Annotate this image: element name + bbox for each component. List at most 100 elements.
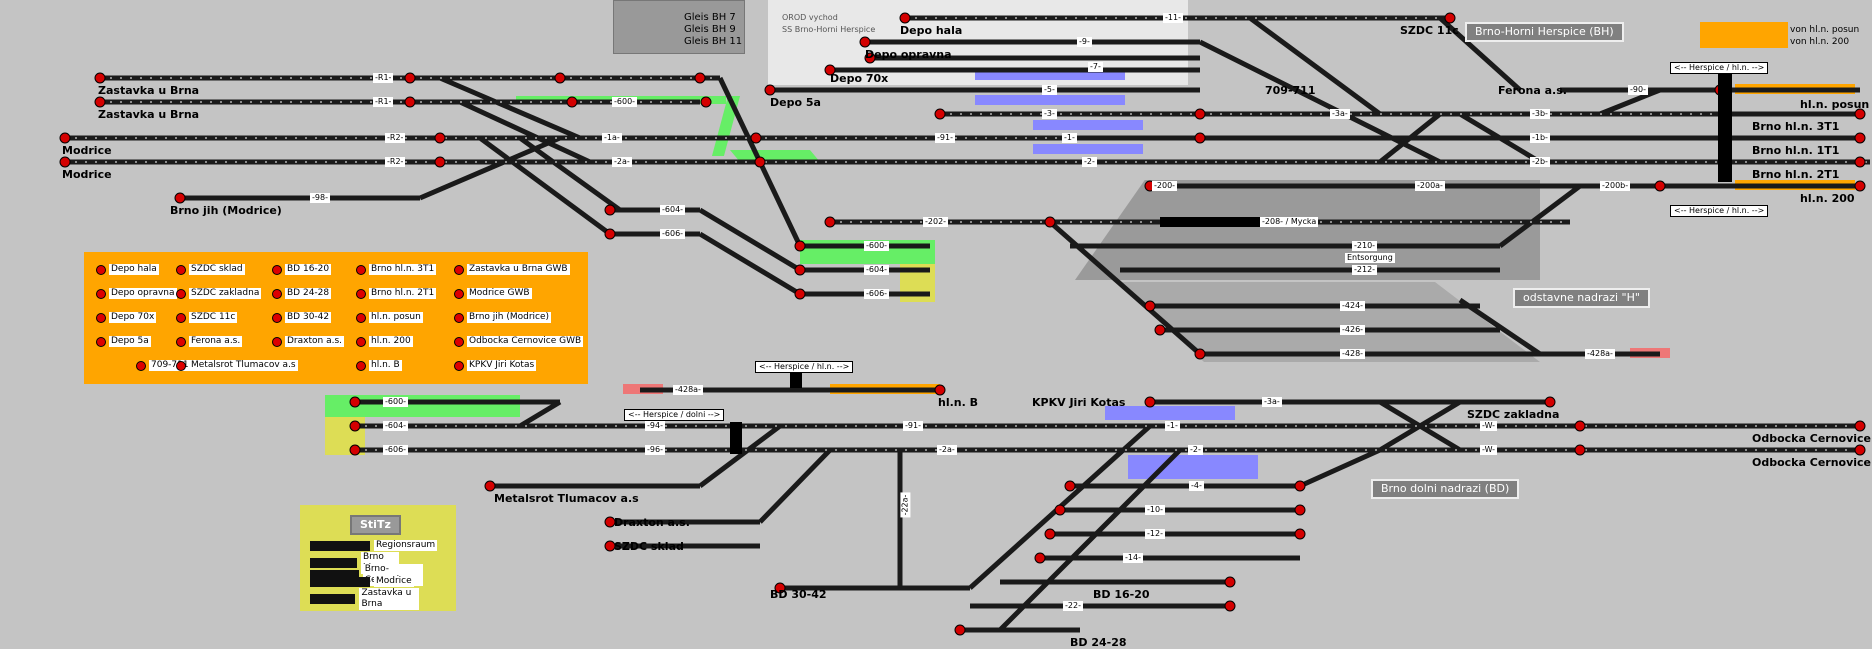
signal-icon[interactable] [934, 384, 946, 396]
signal-icon[interactable] [59, 132, 71, 144]
signal-dot-icon [96, 336, 106, 347]
station-label[interactable]: Brno hl.n. 1T1 [1752, 144, 1840, 157]
station-label[interactable]: Modrice [62, 144, 112, 157]
signal-icon[interactable] [484, 480, 496, 492]
station-label[interactable]: Odbocka Cernovice [1752, 456, 1872, 469]
signal-icon[interactable] [1194, 108, 1206, 120]
signal-icon[interactable] [1854, 132, 1866, 144]
signal-icon[interactable] [1574, 444, 1586, 456]
station-label[interactable]: 709-711 [1265, 84, 1316, 97]
station-label[interactable]: SZDC zakladna [1467, 408, 1560, 421]
signal-icon[interactable] [1054, 504, 1066, 516]
signal-icon[interactable] [1194, 132, 1206, 144]
signal-icon[interactable] [1224, 600, 1236, 612]
signal-icon[interactable] [934, 108, 946, 120]
signal-icon[interactable] [824, 216, 836, 228]
signal-icon[interactable] [1044, 528, 1056, 540]
station-label[interactable]: Depo 5a [770, 96, 821, 109]
signal-icon[interactable] [750, 132, 762, 144]
signal-icon[interactable] [1544, 396, 1556, 408]
signal-icon[interactable] [1144, 300, 1156, 312]
signal-icon[interactable] [794, 240, 806, 252]
signal-icon[interactable] [794, 288, 806, 300]
signal-icon[interactable] [349, 396, 361, 408]
signal-icon[interactable] [700, 96, 712, 108]
signal-icon[interactable] [604, 516, 616, 528]
signal-icon[interactable] [59, 156, 71, 168]
signal-icon[interactable] [694, 72, 706, 84]
signal-icon[interactable] [954, 624, 966, 636]
station-label[interactable]: Zastavka u Brna [98, 84, 200, 97]
station-label[interactable]: SZDC sklad [614, 540, 684, 553]
station-label[interactable]: Depo hala [900, 24, 963, 37]
signal-icon[interactable] [1854, 444, 1866, 456]
signal-icon[interactable] [554, 72, 566, 84]
signal-icon[interactable] [1294, 504, 1306, 516]
signal-icon[interactable] [349, 444, 361, 456]
station-label[interactable]: SZDC 11c [1400, 24, 1459, 37]
signal-icon[interactable] [174, 192, 186, 204]
signal-icon[interactable] [1854, 180, 1866, 192]
signal-icon[interactable] [1294, 480, 1306, 492]
signal-icon[interactable] [1294, 528, 1306, 540]
signal-icon[interactable] [794, 264, 806, 276]
station-label[interactable]: KPKV Jiri Kotas [1032, 396, 1126, 409]
station-label[interactable]: Modrice [62, 168, 112, 181]
signal-icon[interactable] [864, 52, 876, 64]
signal-icon[interactable] [1854, 108, 1866, 120]
blue-highlight [1128, 455, 1258, 479]
station-label[interactable]: Zastavka u Brna [98, 108, 200, 121]
signal-icon[interactable] [764, 84, 776, 96]
signal-icon[interactable] [1854, 156, 1866, 168]
signal-icon[interactable] [1044, 216, 1056, 228]
signal-icon[interactable] [604, 540, 616, 552]
signal-icon[interactable] [1574, 420, 1586, 432]
signal-icon[interactable] [859, 36, 871, 48]
track-label: Entsorgung [1345, 253, 1395, 263]
signal-icon[interactable] [1154, 324, 1166, 336]
signal-icon[interactable] [1224, 576, 1236, 588]
station-label[interactable]: Brno hl.n. 3T1 [1752, 120, 1840, 133]
station-label[interactable]: Brno jih (Modrice) [170, 204, 282, 217]
signal-icon[interactable] [774, 582, 786, 594]
signal-icon[interactable] [899, 12, 911, 24]
stitz-title[interactable]: StiTz [350, 515, 401, 535]
signal-icon[interactable] [604, 204, 616, 216]
station-label[interactable]: Depo 70x [830, 72, 889, 85]
track-label: -200b- [1600, 181, 1631, 191]
signal-icon[interactable] [1444, 12, 1456, 24]
signal-icon[interactable] [1194, 348, 1206, 360]
signal-icon[interactable] [434, 156, 446, 168]
signal-icon[interactable] [604, 228, 616, 240]
signal-icon[interactable] [94, 96, 106, 108]
track-label: -91- [903, 421, 923, 431]
region-button-bd[interactable]: Brno dolni nadrazi (BD) [1371, 479, 1520, 499]
signal-icon[interactable] [1854, 420, 1866, 432]
station-label[interactable]: Ferona a.s. [1498, 84, 1567, 97]
station-label[interactable]: BD 30-42 [770, 588, 827, 601]
signal-icon[interactable] [824, 64, 836, 76]
signal-icon[interactable] [754, 156, 766, 168]
signal-icon[interactable] [1144, 396, 1156, 408]
station-label[interactable]: Depo opravna [865, 48, 952, 61]
station-label[interactable]: Draxton a.s. [614, 516, 690, 529]
signal-icon[interactable] [404, 72, 416, 84]
signal-icon[interactable] [1654, 180, 1666, 192]
station-label[interactable]: hl.n. B [938, 396, 979, 409]
signal-icon[interactable] [404, 96, 416, 108]
region-button-odstavne[interactable]: odstavne nadrazi "H" [1513, 288, 1650, 308]
signal-icon[interactable] [1034, 552, 1046, 564]
station-label[interactable]: Brno hl.n. 2T1 [1752, 168, 1840, 181]
signal-icon[interactable] [566, 96, 578, 108]
station-label[interactable]: BD 16-20 [1093, 588, 1150, 601]
signal-icon[interactable] [1064, 480, 1076, 492]
signal-icon[interactable] [434, 132, 446, 144]
station-label[interactable]: Odbocka Cernovice [1752, 432, 1872, 445]
station-label[interactable]: hl.n. 200 [1800, 192, 1855, 205]
signal-icon[interactable] [94, 72, 106, 84]
station-label[interactable]: BD 24-28 [1070, 636, 1127, 649]
region-button-bh[interactable]: Brno-Horni Herspice (BH) [1465, 22, 1624, 42]
signal-icon[interactable] [349, 420, 361, 432]
station-label[interactable]: hl.n. posun [1800, 98, 1870, 111]
station-label[interactable]: Metalsrot Tlumacov a.s [494, 492, 639, 505]
